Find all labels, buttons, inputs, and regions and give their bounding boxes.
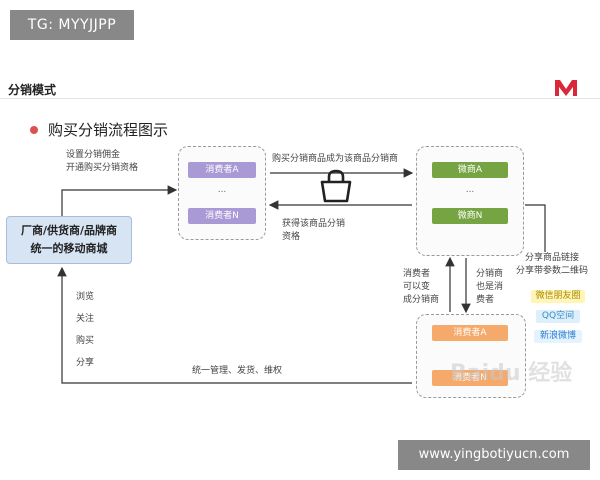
action-share: 分享 bbox=[76, 358, 95, 368]
overlay-tag: TG: MYYJJPP bbox=[10, 10, 134, 40]
arrow-mall-to-consumers bbox=[61, 185, 178, 216]
brand-logo-icon bbox=[555, 80, 577, 96]
up-label-line1: 消费者 bbox=[403, 269, 431, 279]
shopping-bag-icon bbox=[320, 169, 352, 203]
share-qrcode-label: 分享带参数二维码 bbox=[515, 266, 588, 277]
arrow-return-to-mall bbox=[57, 266, 412, 384]
buy-label: 购买分销商品成为该商品分销商 bbox=[272, 154, 399, 164]
bullet-dot-icon bbox=[30, 126, 38, 134]
reseller-a-pill: 微商A bbox=[432, 162, 508, 178]
unified-management-label: 统一管理、发货、维权 bbox=[192, 366, 283, 376]
consumers-group bbox=[178, 146, 266, 240]
up-label-line2: 可以变 bbox=[403, 282, 431, 293]
consumer-a-pill: 消费者A bbox=[188, 162, 256, 178]
up-label-line3: 成分销商 bbox=[403, 295, 440, 306]
share-qq-tag: QQ空间 bbox=[536, 310, 580, 323]
share-link-label: 分享商品链接 bbox=[524, 253, 579, 263]
consumer-n-pill: 消费者N bbox=[188, 208, 256, 224]
down-label-line3: 费者 bbox=[476, 295, 495, 306]
mall-box: 厂商/供货商/品牌商 统一的移动商城 bbox=[6, 216, 132, 264]
diagram-title: 购买分销流程图示 bbox=[48, 121, 169, 139]
share-wechat-tag: 微信朋友圈 bbox=[531, 290, 585, 303]
reseller-n-pill: 微商N bbox=[432, 208, 508, 224]
end-consumer-n-pill: 消费者N bbox=[432, 370, 508, 386]
reseller-is-consumer-label: 分销商 也是消 费者 bbox=[476, 268, 503, 307]
arrow-share bbox=[525, 204, 546, 252]
consumer-can-become-reseller-label: 消费者 可以变 成分销商 bbox=[403, 268, 439, 307]
mall-to-consumers-label: 设置分销佣金 开通购买分销资格 bbox=[66, 149, 138, 175]
share-label: 分享商品链接 分享带参数二维码 bbox=[511, 252, 593, 278]
baidu-watermark: Baidu 经验 bbox=[450, 361, 573, 386]
share-weibo-tag: 新浪微博 bbox=[534, 330, 582, 343]
down-label-line1: 分销商 bbox=[476, 269, 504, 279]
action-browse: 浏览 bbox=[76, 292, 95, 302]
end-consumer-a-pill: 消费者A bbox=[432, 325, 508, 341]
mall-line2: 统一的移动商城 bbox=[30, 242, 108, 255]
qualification-label: 开通购买分销资格 bbox=[66, 163, 139, 174]
commission-label: 设置分销佣金 bbox=[66, 150, 121, 160]
header-divider bbox=[0, 98, 600, 99]
down-label-line2: 也是消 bbox=[476, 282, 504, 293]
consumers-ellipsis: ... bbox=[217, 185, 227, 195]
mall-line1: 厂商/供货商/品牌商 bbox=[20, 224, 118, 237]
resellers-ellipsis: ... bbox=[465, 185, 475, 195]
get-label-line2: 资格 bbox=[282, 232, 301, 243]
page-title: 分销模式 bbox=[8, 83, 57, 97]
get-label-line1: 获得该商品分销 bbox=[282, 219, 346, 229]
action-follow: 关注 bbox=[76, 314, 95, 324]
get-qualification-label: 获得该商品分销 资格 bbox=[282, 218, 345, 244]
action-buy: 购买 bbox=[76, 336, 95, 346]
left-actions-list: 浏览 关注 购买 分享 bbox=[76, 286, 94, 374]
site-watermark: www.yingbotiyucn.com bbox=[398, 440, 590, 470]
